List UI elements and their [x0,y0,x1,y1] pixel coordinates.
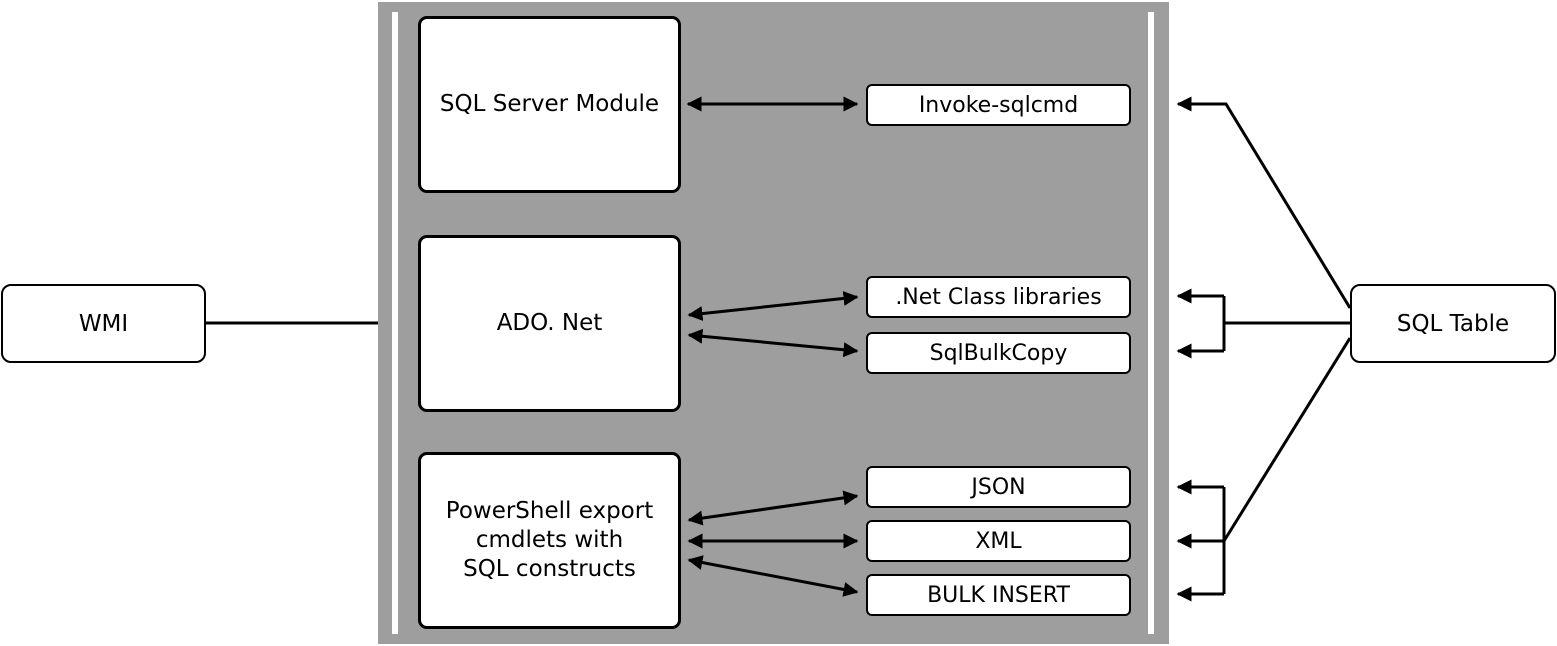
bulk-insert-box: BULK INSERT [866,574,1131,616]
powershell-export-box: PowerShell export cmdlets with SQL const… [418,452,681,629]
frame-left-rail [392,12,398,634]
fan-to-section-1 [1176,96,1352,309]
wmi-node: WMI [1,284,206,363]
xml-box: XML [866,520,1131,562]
sql-server-module-box: SQL Server Module [418,16,681,193]
sqlbulkcopy-box: SqlBulkCopy [866,332,1131,374]
ado-net-box: ADO. Net [418,235,681,412]
fan-to-section-3 [1222,337,1352,542]
net-class-libraries-box: .Net Class libraries [866,276,1131,318]
frame-right-rail [1148,12,1154,634]
sql-table-node: SQL Table [1350,284,1556,363]
invoke-sqlcmd-box: Invoke-sqlcmd [866,84,1131,126]
json-box: JSON [866,466,1131,508]
